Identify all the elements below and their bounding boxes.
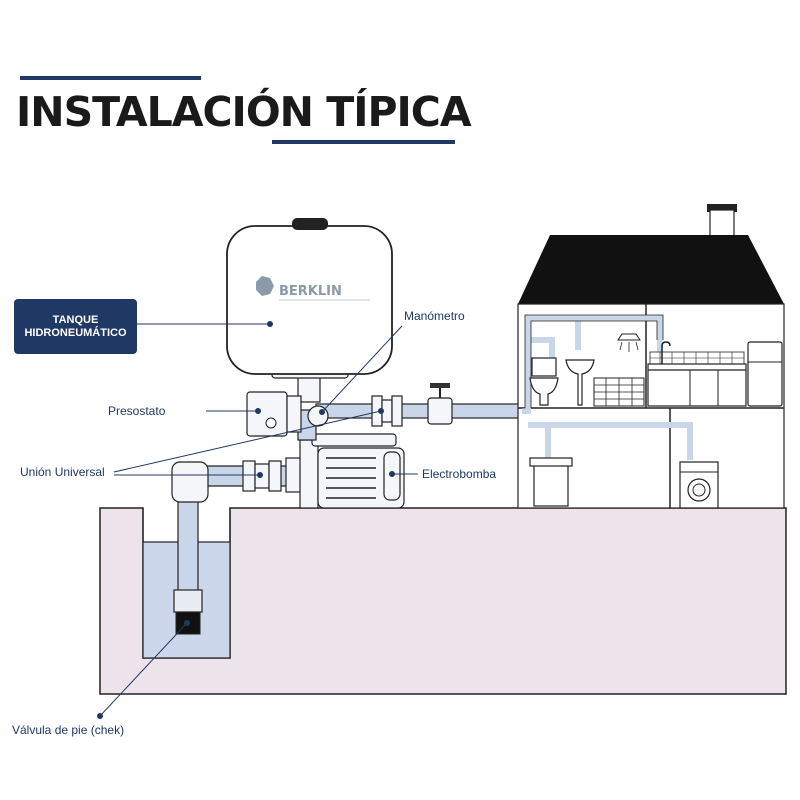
sink xyxy=(565,359,595,406)
tank-label: TANQUE HIDRONEUMÁTICO xyxy=(14,299,137,354)
tank-cap xyxy=(292,218,328,230)
discharge-pipe xyxy=(315,403,523,419)
leader-union-a xyxy=(113,410,382,473)
toilet-tank xyxy=(531,357,557,377)
gate-valve xyxy=(427,397,453,425)
pressure-switch-label: Presostato xyxy=(108,404,166,418)
refrigerator xyxy=(747,341,783,407)
toilet xyxy=(529,377,559,406)
tank-label-text: TANQUE HIDRONEUMÁTICO xyxy=(24,313,127,339)
title-rule-bottom xyxy=(272,140,455,144)
suction-coupling xyxy=(173,589,203,613)
pump-body xyxy=(299,439,319,509)
elbow xyxy=(171,461,209,503)
gauge-label: Manómetro xyxy=(404,309,465,323)
brand-name: BERKLIN xyxy=(279,284,342,299)
berklin-logo-icon xyxy=(256,276,274,296)
shower-head xyxy=(617,333,641,341)
kitchen-faucet xyxy=(661,341,671,364)
union-label: Unión Universal xyxy=(20,465,105,479)
house-roof xyxy=(518,235,784,304)
page-title: INSTALACIÓN TÍPICA xyxy=(16,88,472,136)
foot-valve-label: Válvula de pie (chek) xyxy=(12,723,125,737)
kitchen-counter xyxy=(647,363,747,407)
pump-label: Electrobomba xyxy=(422,467,497,481)
union-suction xyxy=(242,460,256,492)
title-rule-top xyxy=(20,76,201,80)
pressure-switch xyxy=(246,391,288,437)
leader-foot-valve xyxy=(99,622,188,717)
lower-sink xyxy=(533,461,569,507)
chimney xyxy=(707,204,737,212)
leader-gauge xyxy=(321,325,403,413)
